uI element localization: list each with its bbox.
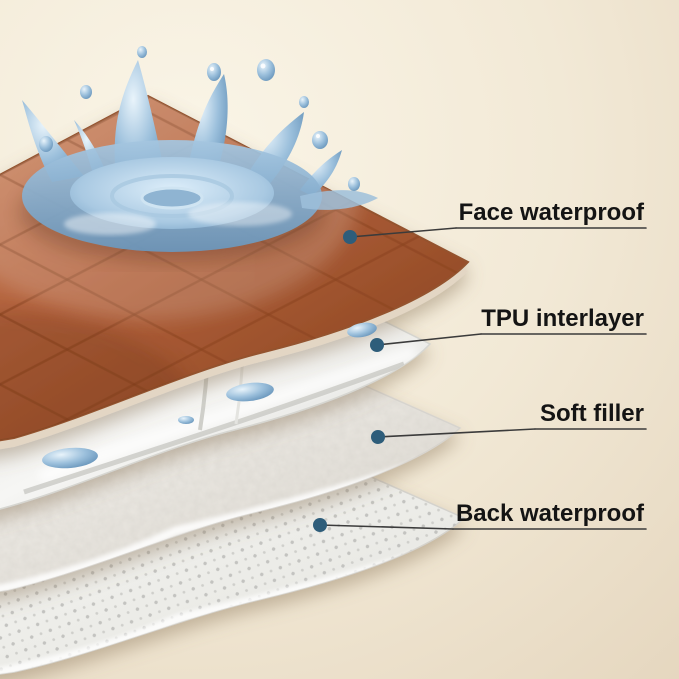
callout-dot (313, 518, 327, 532)
splash-ripple (110, 174, 234, 218)
callout-connector (376, 333, 482, 346)
callout-dot (370, 338, 384, 352)
splash-ripple-center (140, 186, 204, 210)
water-droplet (226, 382, 274, 402)
water-droplet (178, 416, 194, 424)
water-droplet (299, 96, 309, 108)
callout-dot (371, 430, 385, 444)
droplet-highlight (316, 134, 320, 138)
callout-connector (319, 524, 454, 530)
label-back-waterproof: Back waterproof (456, 500, 645, 527)
splash-foam (188, 202, 292, 226)
callout-dot (343, 230, 357, 244)
label-soft-filler: Soft filler (540, 400, 644, 427)
splash-tongue (300, 190, 378, 210)
water-droplet (348, 177, 360, 191)
water-droplet (347, 322, 377, 338)
tpu-streak (23, 361, 405, 495)
droplet-highlight (260, 63, 266, 69)
water-droplet (137, 46, 147, 58)
face-lower-shadow (0, 310, 200, 452)
label-face-waterproof: Face waterproof (459, 199, 645, 226)
callout-connector (377, 428, 536, 438)
water-droplet (257, 59, 275, 81)
callout-tpu-interlayer: TPU interlayer (370, 305, 647, 352)
callout-face-waterproof: Face waterproof (343, 199, 647, 244)
callout-back-waterproof: Back waterproof (313, 500, 647, 532)
tpu-water-droplets (42, 322, 377, 469)
callout-connector (349, 227, 457, 238)
water-splash (22, 46, 378, 252)
water-droplet (207, 63, 221, 81)
water-droplet (80, 85, 92, 99)
splash-foam (64, 213, 156, 235)
water-droplet (39, 136, 53, 152)
water-droplet (42, 447, 98, 469)
callout-soft-filler: Soft filler (371, 400, 647, 444)
label-tpu-interlayer: TPU interlayer (481, 305, 644, 332)
droplet-highlight (210, 67, 214, 71)
water-droplet (312, 131, 328, 149)
callouts: Face waterproof TPU interlayer Soft fill… (313, 199, 647, 532)
